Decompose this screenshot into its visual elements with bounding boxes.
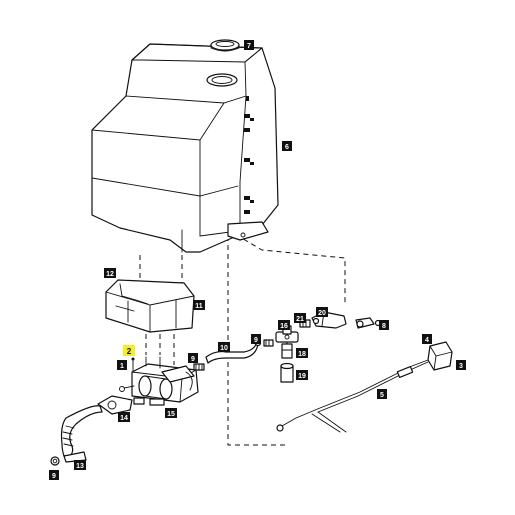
callout-8: 8 [379,320,389,330]
callout-10: 10 [218,342,230,352]
callout-20: 20 [316,307,328,317]
callout-12: 12 [104,268,116,278]
callout-15: 15 [165,408,177,418]
svg-text:18: 18 [298,351,306,358]
callout-9-lower: 9 [49,470,59,480]
callout-1: 1 [117,360,127,370]
svg-text:8: 8 [382,323,386,330]
svg-text:21: 21 [296,316,304,323]
filter-14[interactable] [97,395,133,415]
callout-9-right: 9 [251,334,261,344]
clamp-9-lower[interactable] [50,456,60,466]
svg-text:13: 13 [76,463,84,470]
callout-4: 4 [422,334,432,344]
callout-7: 7 [244,40,254,50]
svg-text:5: 5 [380,392,384,399]
cap[interactable] [210,39,240,52]
valve-18[interactable] [281,343,293,359]
svg-text:19: 19 [298,373,306,380]
svg-text:12: 12 [106,271,114,278]
svg-text:3: 3 [459,363,463,370]
svg-text:11: 11 [195,303,203,310]
svg-text:9: 9 [254,337,258,344]
callout-18: 18 [296,348,308,358]
svg-text:15: 15 [167,411,175,418]
callout-19: 19 [296,370,308,380]
svg-text:20: 20 [318,310,326,317]
nozzle-8[interactable] [355,317,375,329]
callout-3: 3 [456,360,466,370]
pump-cover[interactable] [105,279,195,333]
svg-text:9: 9 [191,356,195,363]
callout-5: 5 [377,389,387,399]
callout-9-upper: 9 [188,353,198,363]
tank[interactable] [91,43,279,253]
svg-text:16: 16 [280,323,288,330]
callout-14: 14 [118,412,130,422]
svg-text:10: 10 [220,345,228,352]
svg-text:7: 7 [247,43,251,50]
pump-assembly[interactable] [119,356,199,406]
callout-6: 6 [282,141,292,151]
clamp-9-upper[interactable] [193,363,205,371]
svg-text:6: 6 [285,144,289,151]
suction-hose-13[interactable] [60,405,103,463]
callout-16: 16 [278,320,290,330]
svg-text:9: 9 [52,473,56,480]
callout-2-highlighted[interactable]: 2 [123,345,135,356]
clamp-9-right[interactable] [263,339,274,347]
svg-text:1: 1 [120,363,124,370]
svg-text:14: 14 [120,415,128,422]
wire-harness-5[interactable] [276,359,429,433]
svg-text:2: 2 [127,347,132,356]
hose-10[interactable] [205,343,259,364]
callout-21: 21 [294,313,306,323]
callout-13: 13 [74,460,86,470]
svg-text:4: 4 [425,337,429,344]
connector-4[interactable] [427,341,453,371]
plug-19[interactable] [280,362,294,383]
callout-11: 11 [193,300,205,310]
